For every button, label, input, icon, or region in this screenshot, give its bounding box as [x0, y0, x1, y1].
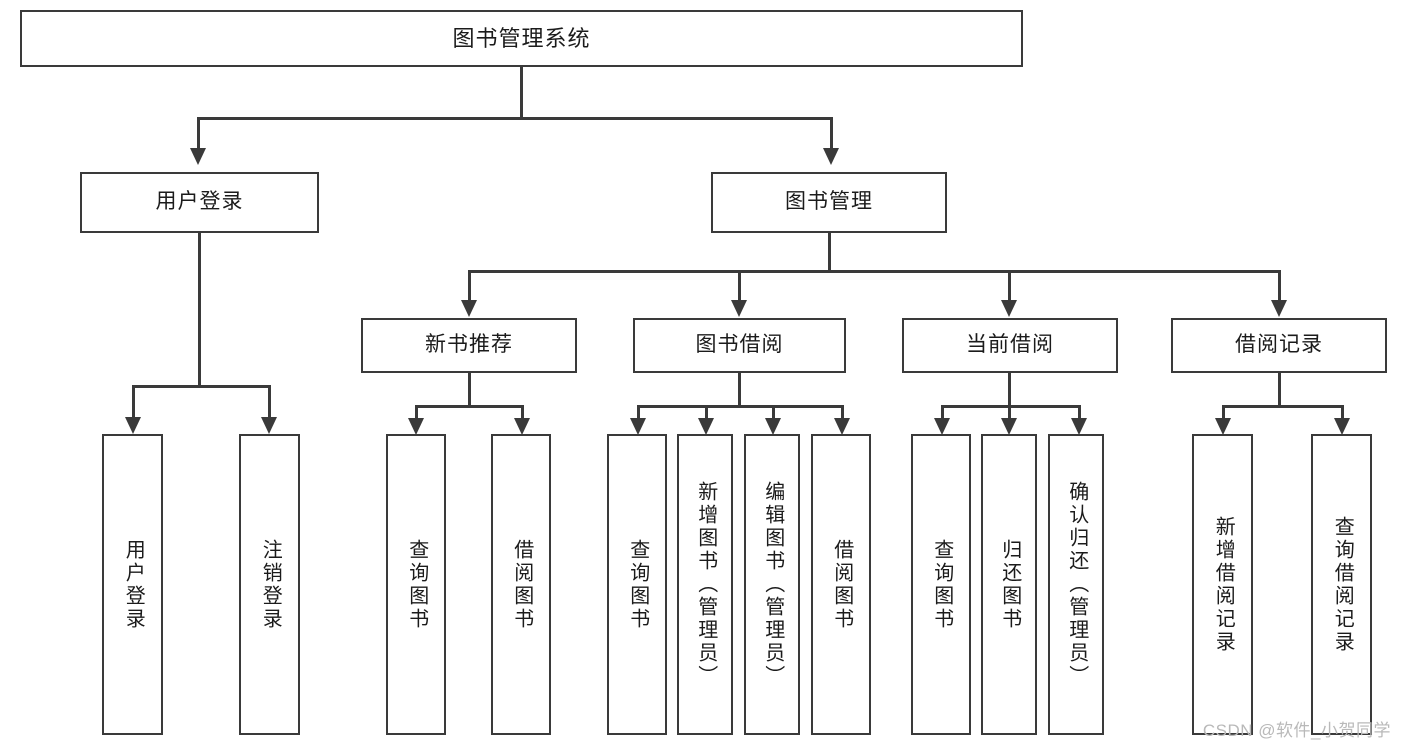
arrow-head-new-book-1: [408, 418, 424, 435]
leaf-book-borrow-query-books[interactable]: 查询图书: [607, 434, 667, 735]
node-label: 查询图书: [626, 538, 649, 631]
arrow-head-current-borrow-2: [1001, 418, 1017, 435]
arrow-head-borrow-record-1: [1215, 418, 1231, 435]
connector-root-drop-1: [197, 117, 200, 150]
connector-book-borrow-drop-4: [841, 405, 844, 421]
node-label: 图书管理: [785, 190, 873, 214]
node-label: 新增借阅记录: [1212, 515, 1235, 654]
arrow-head-book-borrow-4: [834, 418, 850, 435]
connector-new-book-drop-2: [521, 405, 524, 421]
arrow-head-current-borrow-3: [1071, 418, 1087, 435]
node-book-borrow[interactable]: 图书借阅: [633, 318, 846, 373]
connector-root-bus: [197, 117, 832, 120]
arrow-head-user-login-2: [261, 417, 277, 434]
leaf-borrow-record-query-record[interactable]: 查询借阅记录: [1311, 434, 1372, 735]
connector-user-login-drop-1: [132, 385, 135, 419]
arrow-head-book-mgmt-2: [731, 300, 747, 317]
node-borrow-record[interactable]: 借阅记录: [1171, 318, 1387, 373]
connector-current-borrow-bus: [941, 405, 1080, 408]
connector-current-borrow-drop-3: [1078, 405, 1081, 421]
leaf-book-borrow-add-book-admin[interactable]: 新增图书（管理员）: [677, 434, 733, 735]
node-label: 注销登录: [259, 538, 282, 631]
node-label: 归还图书: [998, 538, 1021, 631]
connector-book-mgmt-bus: [468, 270, 1280, 273]
arrow-head-book-mgmt-1: [461, 300, 477, 317]
connector-book-mgmt-stem: [828, 233, 831, 270]
leaf-borrow-record-add-record[interactable]: 新增借阅记录: [1192, 434, 1253, 735]
node-label: 新书推荐: [425, 333, 513, 357]
connector-current-borrow-stem: [1008, 373, 1011, 405]
node-label: 查询图书: [405, 538, 428, 631]
arrow-head-current-borrow-1: [934, 418, 950, 435]
connector-book-borrow-drop-1: [637, 405, 640, 421]
connector-current-borrow-drop-1: [941, 405, 944, 421]
node-user-login[interactable]: 用户登录: [80, 172, 319, 233]
arrow-head-book-borrow-3: [765, 418, 781, 435]
node-current-borrow[interactable]: 当前借阅: [902, 318, 1118, 373]
arrow-head-new-book-2: [514, 418, 530, 435]
node-label: 确认归还（管理员）: [1065, 481, 1088, 688]
connector-borrow-record-bus: [1222, 405, 1341, 408]
node-label: 图书借阅: [695, 333, 784, 357]
connector-root-stem: [520, 67, 523, 117]
connector-user-login-bus: [132, 385, 268, 388]
connector-book-mgmt-drop-3: [1008, 270, 1011, 302]
leaf-new-book-borrow-books[interactable]: 借阅图书: [491, 434, 551, 735]
node-label: 借阅记录: [1235, 333, 1323, 357]
node-label: 借阅图书: [510, 538, 533, 631]
leaf-book-borrow-borrow-books[interactable]: 借阅图书: [811, 434, 871, 735]
arrow-head-root-1: [190, 148, 206, 165]
connector-new-book-drop-1: [415, 405, 418, 421]
connector-book-borrow-drop-3: [772, 405, 775, 421]
connector-user-login-drop-2: [268, 385, 271, 419]
node-label: 用户登录: [122, 538, 145, 631]
node-label: 新增图书（管理员）: [694, 481, 717, 688]
leaf-user-login-logout[interactable]: 注销登录: [239, 434, 300, 735]
node-root-system[interactable]: 图书管理系统: [20, 10, 1023, 67]
arrow-head-borrow-record-2: [1334, 418, 1350, 435]
connector-user-login-stem: [198, 233, 201, 385]
leaf-new-book-query-books[interactable]: 查询图书: [386, 434, 446, 735]
leaf-book-borrow-edit-book-admin[interactable]: 编辑图书（管理员）: [744, 434, 800, 735]
connector-borrow-record-drop-2: [1341, 405, 1344, 421]
arrow-head-root-2: [823, 148, 839, 165]
connector-current-borrow-drop-2: [1008, 405, 1011, 421]
node-label: 当前借阅: [966, 333, 1054, 357]
node-label: 编辑图书（管理员）: [761, 481, 784, 688]
leaf-current-borrow-query-books[interactable]: 查询图书: [911, 434, 971, 735]
connector-root-drop-2: [830, 117, 833, 150]
connector-new-book-stem: [468, 373, 471, 405]
arrow-head-user-login-1: [125, 417, 141, 434]
arrow-head-book-borrow-1: [630, 418, 646, 435]
node-label: 查询借阅记录: [1331, 515, 1354, 654]
leaf-user-login-login[interactable]: 用户登录: [102, 434, 163, 735]
arrow-head-book-mgmt-4: [1271, 300, 1287, 317]
node-label: 借阅图书: [830, 538, 853, 631]
leaf-current-borrow-return-books[interactable]: 归还图书: [981, 434, 1037, 735]
connector-book-borrow-drop-2: [705, 405, 708, 421]
connector-book-borrow-stem: [738, 373, 741, 405]
node-label: 用户登录: [155, 190, 244, 214]
node-label: 查询图书: [930, 538, 953, 631]
node-label: 图书管理系统: [452, 25, 591, 51]
connector-book-mgmt-drop-1: [468, 270, 471, 302]
connector-borrow-record-drop-1: [1222, 405, 1225, 421]
connector-book-mgmt-drop-4: [1278, 270, 1281, 302]
connector-borrow-record-stem: [1278, 373, 1281, 405]
connector-book-borrow-bus: [637, 405, 841, 408]
arrow-head-book-borrow-2: [698, 418, 714, 435]
node-new-book-recommend[interactable]: 新书推荐: [361, 318, 577, 373]
connector-book-mgmt-drop-2: [738, 270, 741, 302]
arrow-head-book-mgmt-3: [1001, 300, 1017, 317]
connector-new-book-bus: [415, 405, 523, 408]
leaf-current-borrow-confirm-return-admin[interactable]: 确认归还（管理员）: [1048, 434, 1104, 735]
node-book-management[interactable]: 图书管理: [711, 172, 947, 233]
